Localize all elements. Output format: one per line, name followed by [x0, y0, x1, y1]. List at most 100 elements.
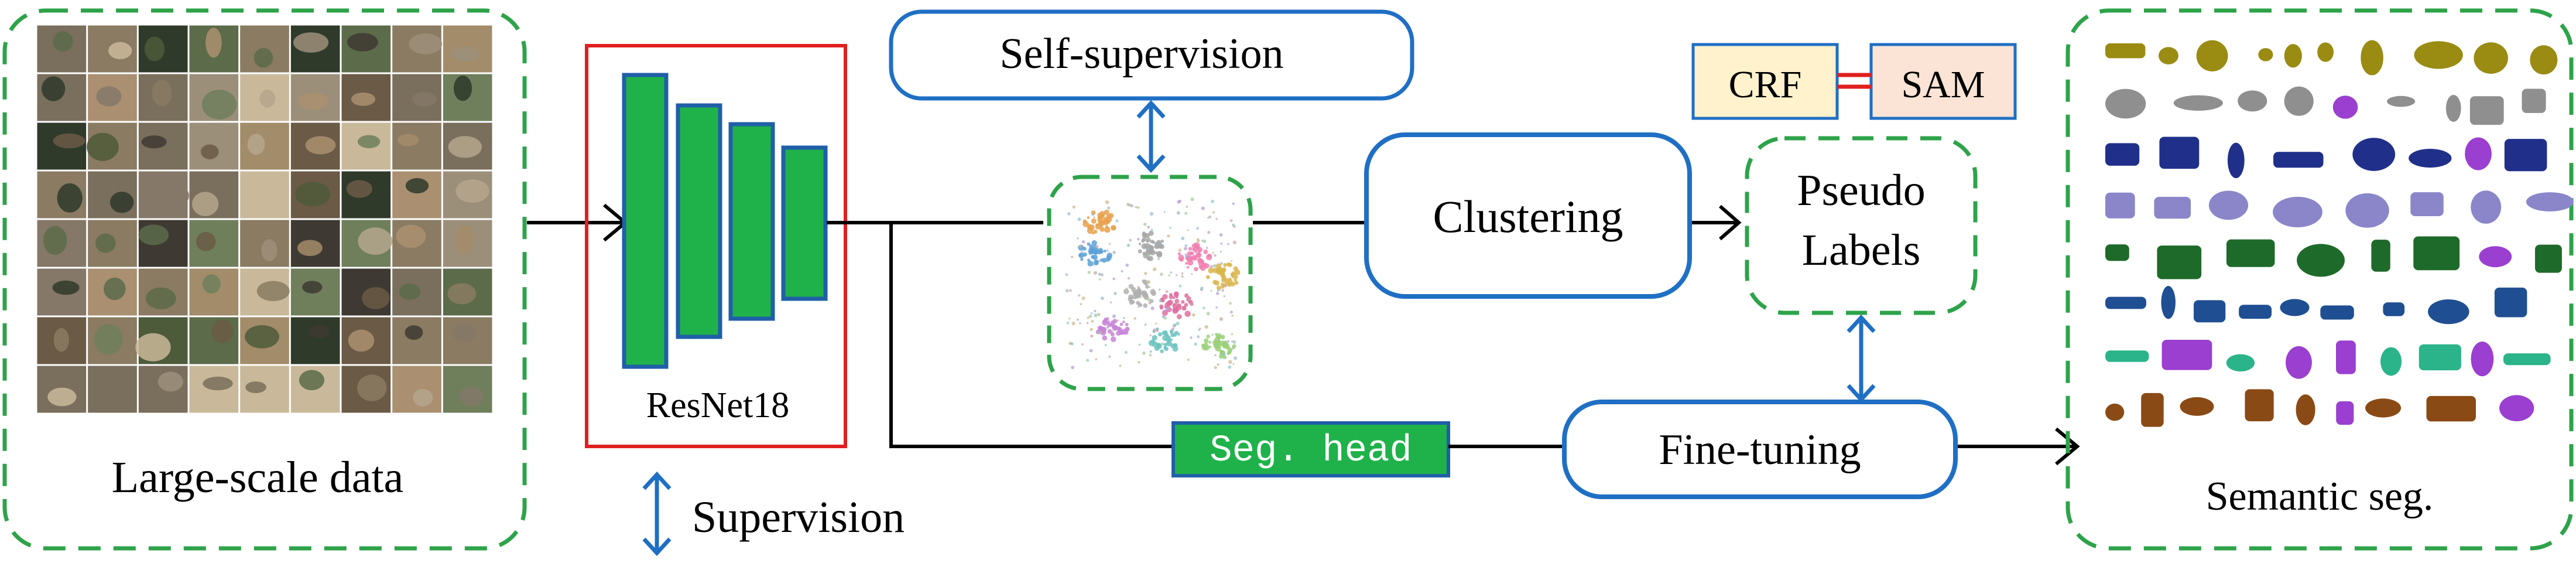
embedding-point [1094, 260, 1099, 265]
pseudo-labels-line2: Labels [1802, 226, 1921, 275]
segmentation-mask [2469, 96, 2504, 125]
embedding-noise-point [1232, 363, 1235, 366]
embedding-point [1231, 282, 1235, 286]
embedding-noise-point [1137, 206, 1140, 209]
embedding-noise-point [1229, 302, 1232, 305]
embedding-noise-point [1070, 255, 1074, 258]
embedding-point [1231, 271, 1236, 275]
embedding-point [1214, 337, 1221, 343]
segmentation-mask [2410, 192, 2444, 216]
embedding-point [1188, 247, 1193, 251]
embedding-noise-point [1167, 234, 1170, 238]
embedding-noise-point [1079, 244, 1083, 248]
segmentation-mask [2419, 344, 2461, 371]
embedding-point [1187, 251, 1192, 256]
embedding-noise-point [1176, 211, 1180, 215]
embedding-point [1105, 317, 1109, 321]
thumbnail-subject [448, 136, 482, 158]
thumbnail-subject [346, 180, 372, 198]
embedding-point [1202, 262, 1207, 267]
embedding-noise-point [1221, 289, 1224, 292]
embedding-noise-point [1149, 211, 1154, 216]
embedding-noise-point [1088, 315, 1092, 318]
embedding-noise-point [1201, 206, 1205, 210]
embedding-noise-point [1167, 307, 1170, 310]
thumbnail-subject [261, 239, 278, 262]
thumbnail-subject [451, 46, 480, 62]
embedding-noise-point [1187, 298, 1190, 301]
embedding-noise-point [1194, 342, 1197, 346]
output-label: Semantic seg. [2206, 474, 2434, 519]
embedding-point [1177, 252, 1181, 255]
embedding-noise-point [1231, 315, 1234, 317]
segmentation-mask [2159, 137, 2200, 169]
embedding-noise-point [1144, 271, 1147, 275]
backbone-output-lines [827, 221, 1173, 448]
embedding-noise-point [1164, 309, 1168, 312]
embedding-noise-point [1185, 254, 1189, 259]
embedding-point [1149, 248, 1154, 254]
embedding-noise-point [1123, 317, 1125, 319]
segmentation-mask [2414, 41, 2463, 69]
embedding-point [1115, 330, 1121, 336]
embedding-noise-point [1205, 247, 1208, 249]
embedding-point [1122, 320, 1125, 323]
legend-supervision-label: Supervision [692, 493, 905, 542]
thumbnail-subject [97, 383, 118, 407]
embedding-point [1142, 279, 1146, 284]
embedding-point [1223, 340, 1227, 344]
thumbnail-subject [108, 42, 132, 60]
embedding-noise-point [1211, 199, 1214, 203]
segmentation-mask [2365, 398, 2402, 418]
segmentation-mask [2154, 197, 2191, 219]
embedding-noise-point [1219, 233, 1223, 237]
embedding-noise-point [1201, 240, 1204, 242]
embedding-noise-point [1160, 272, 1163, 276]
thumbnail-subject [138, 224, 169, 245]
segmentation-mask [2471, 341, 2494, 377]
embedding-noise-point [1175, 302, 1178, 305]
embedding-point [1204, 338, 1209, 343]
embedding-noise-point [1149, 350, 1152, 353]
embedding-noise-point [1184, 211, 1188, 215]
embedding-noise-point [1089, 349, 1093, 353]
resnet-layer-3 [728, 122, 775, 321]
thumbnail-subject [348, 329, 375, 352]
thumbnail-subject [141, 135, 167, 149]
embedding-point [1097, 325, 1103, 331]
embedding-noise-point [1149, 334, 1152, 337]
embedding-noise-point [1196, 227, 1199, 230]
embedding-point [1144, 233, 1150, 238]
clustering-label: Clustering [1433, 191, 1623, 242]
segmentation-mask [2380, 347, 2402, 376]
thumbnail-subject [211, 319, 234, 343]
embedding-point [1169, 293, 1173, 296]
embedding-noise-point [1168, 274, 1170, 277]
embedding-noise-point [1210, 265, 1214, 269]
embedding-noise-point [1098, 224, 1102, 227]
clustering-box: Clustering [1364, 132, 1692, 299]
embedding-noise-point [1203, 306, 1205, 309]
thumbnail-subject [453, 76, 472, 101]
embedding-noise-point [1112, 314, 1116, 318]
thumbnail-subject [203, 376, 233, 391]
embedding-noise-point [1147, 226, 1150, 229]
thumbnail-subject [305, 136, 336, 155]
resnet-frame [585, 44, 847, 448]
segmentation-mask [2320, 305, 2354, 320]
embedding-point [1129, 299, 1134, 305]
embedding-noise-point [1093, 216, 1095, 219]
embedding-point [1216, 285, 1222, 291]
embedding-noise-point [1220, 250, 1222, 253]
thumbnail-subject [309, 324, 330, 339]
embedding-noise-point [1200, 286, 1204, 290]
embedding-point [1234, 275, 1238, 279]
embedding-point [1091, 240, 1097, 246]
pseudo-labels-line1: Pseudo [1797, 166, 1926, 215]
embedding-noise-point [1091, 320, 1094, 323]
thumbnail-subject [245, 325, 279, 349]
embedding-noise-point [1150, 306, 1155, 310]
segmentation-masks [2105, 40, 2574, 427]
embedding-noise-point [1169, 227, 1171, 229]
embedding-noise-point [1125, 287, 1128, 290]
